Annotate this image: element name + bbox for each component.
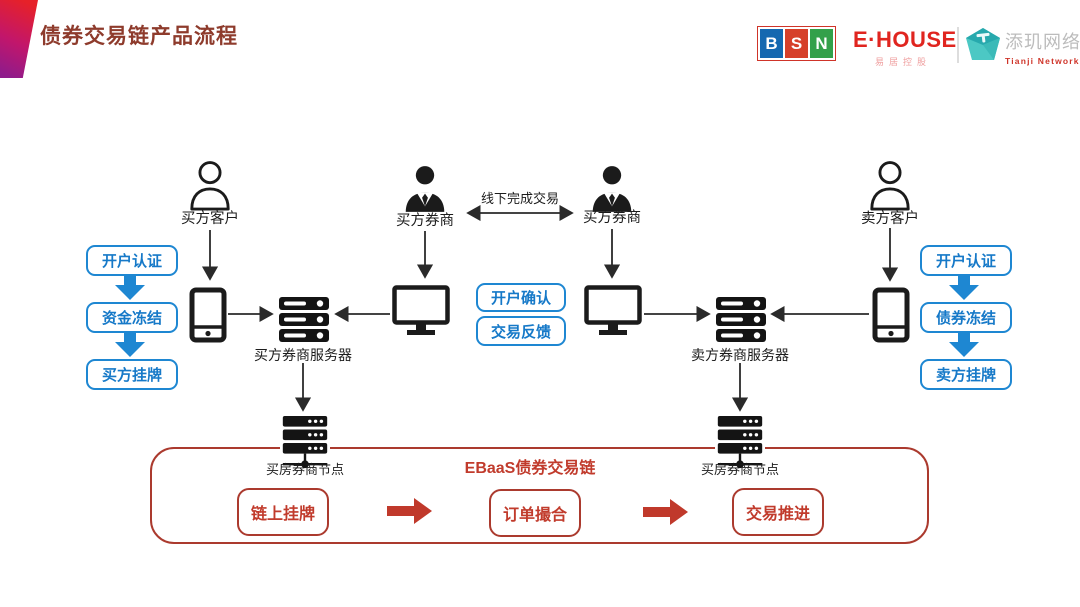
buyer-broker2-label: 买方券商 xyxy=(583,210,641,226)
seller-server-label: 卖方券商服务器 xyxy=(691,347,789,363)
buyer-broker-label: 买方券商 xyxy=(396,213,454,229)
buyer-node-icon xyxy=(280,416,330,470)
step-account-confirm: 开户确认 xyxy=(476,283,566,312)
bsn-letter-n: N xyxy=(810,29,833,58)
right-arrow-icon xyxy=(643,498,689,526)
step-account-auth-seller: 开户认证 xyxy=(920,245,1012,276)
page-title: 债券交易链产品流程 xyxy=(40,25,238,48)
offline-deal-label: 线下完成交易 xyxy=(480,191,559,206)
seller-monitor-icon xyxy=(584,285,642,337)
ehouse-logo: E·HOUSE 易居控股 xyxy=(853,27,957,68)
buyer-server-icon xyxy=(279,297,329,343)
buyer-monitor-icon xyxy=(392,285,450,337)
down-arrow-icon xyxy=(112,331,148,357)
seller-server-icon xyxy=(716,297,766,343)
down-arrow-icon xyxy=(112,274,148,300)
chain-step-order-matching: 订单撮合 xyxy=(489,489,581,537)
step-funds-freeze: 资金冻结 xyxy=(86,302,178,333)
seller-customer-icon xyxy=(867,160,913,212)
buyer-phone-icon xyxy=(189,287,227,343)
logo-divider xyxy=(957,27,959,63)
buyer-broker2-icon xyxy=(590,164,634,214)
ehouse-wordmark: E·HOUSE xyxy=(853,27,957,52)
bsn-letter-b: B xyxy=(760,29,783,58)
down-arrow-icon xyxy=(946,331,982,357)
step-bond-freeze: 债券冻结 xyxy=(920,302,1012,333)
buyer-broker-icon xyxy=(403,164,447,214)
tianji-subtitle: Tianji Network xyxy=(1005,56,1080,66)
chain-step-onchain-listing: 链上挂牌 xyxy=(237,488,329,536)
down-arrow-icon xyxy=(946,274,982,300)
seller-phone-icon xyxy=(872,287,910,343)
step-account-auth-buyer: 开户认证 xyxy=(86,245,178,276)
seller-customer-label: 卖方客户 xyxy=(861,211,919,227)
ebaas-chain-title: EBaaS债券交易链 xyxy=(464,460,596,477)
tianji-logo: 添玑网络 Tianji Network xyxy=(1005,28,1080,66)
corner-ribbon xyxy=(0,0,38,78)
step-seller-listing: 卖方挂牌 xyxy=(920,359,1012,390)
tianji-wordmark: 添玑网络 xyxy=(1005,32,1080,52)
step-buyer-listing: 买方挂牌 xyxy=(86,359,178,390)
bsn-letter-s: S xyxy=(785,29,808,58)
step-trade-feedback: 交易反馈 xyxy=(476,316,566,346)
buyer-customer-label: 买方客户 xyxy=(181,211,239,227)
bsn-logo: B S N xyxy=(757,26,836,61)
seller-node-icon xyxy=(715,416,765,470)
ehouse-subtitle: 易居控股 xyxy=(874,57,931,67)
right-arrow-icon xyxy=(387,497,433,525)
buyer-customer-icon xyxy=(187,160,233,212)
ebaas-chain-container xyxy=(150,447,929,544)
seller-node-label: 买房券商节点 xyxy=(700,462,779,477)
buyer-node-label: 买房券商节点 xyxy=(265,462,344,477)
chain-step-trade-advance: 交易推进 xyxy=(732,488,824,536)
buyer-server-label: 买方券商服务器 xyxy=(254,347,352,363)
tianji-gem-icon xyxy=(963,25,1003,65)
